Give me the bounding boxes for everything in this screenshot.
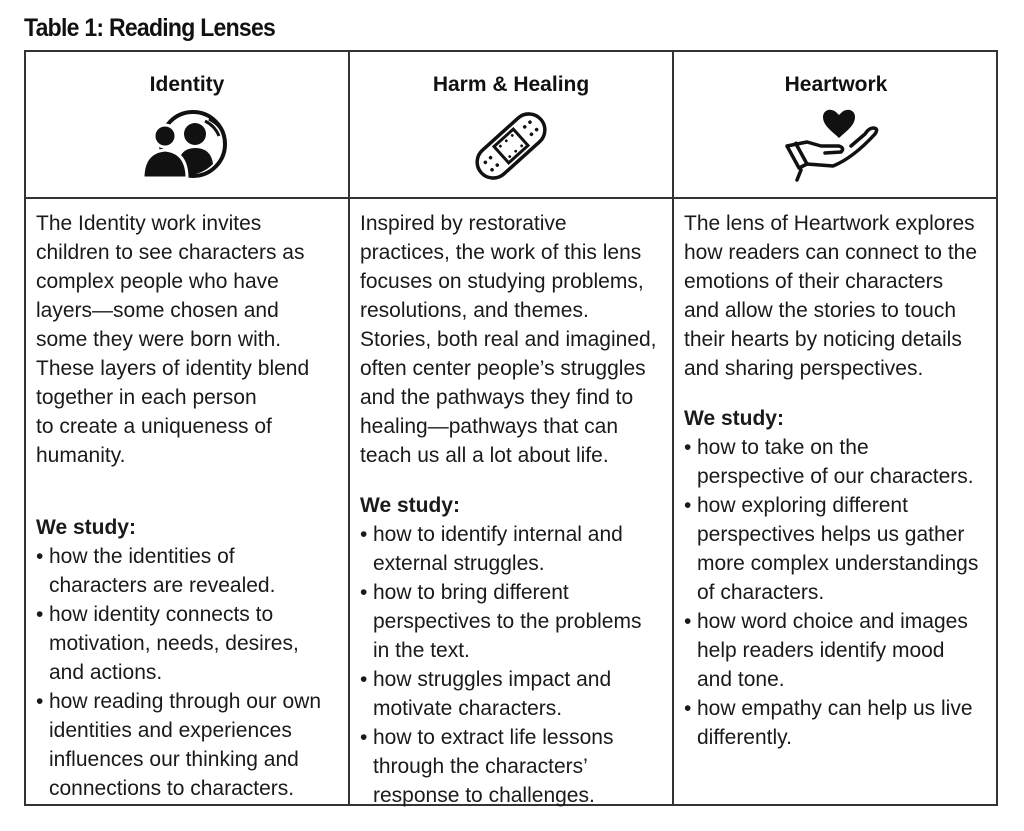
- list-item: how identity connects to motivation, nee…: [36, 600, 348, 687]
- list-item: how to bring different perspectives to t…: [360, 578, 672, 665]
- we-study-heading: We study:: [36, 516, 136, 539]
- table-caption: Table 1: Reading Lenses: [24, 14, 276, 42]
- list-item: how struggles impact and motivate charac…: [360, 665, 672, 723]
- column-divider: [348, 52, 350, 804]
- intro-paragraph: The lens of Heartwork explores how reade…: [684, 212, 978, 380]
- header-harm-healing: Harm & Healing: [350, 52, 672, 197]
- list-item: how empathy can help us live differently…: [684, 694, 998, 752]
- bandage-icon: [469, 108, 553, 189]
- reading-lenses-table: Identity Harm & Healing: [24, 50, 998, 807]
- header-divider: [26, 197, 996, 199]
- list-item: how to extract life lessons through the …: [360, 723, 672, 810]
- list-item: how to take on the perspective of our ch…: [684, 433, 998, 491]
- header-identity: Identity: [26, 52, 348, 197]
- column-heading: Heartwork: [784, 73, 888, 96]
- harm-healing-body: Inspired by restorative practices, the w…: [350, 199, 672, 807]
- heartwork-body: The lens of Heartwork explores how reade…: [674, 199, 998, 804]
- we-study-heading: We study:: [684, 407, 784, 430]
- column-divider: [672, 52, 674, 804]
- identity-body: The Identity work invites children to se…: [26, 199, 348, 804]
- two-people-portrait-icon: [139, 108, 235, 185]
- study-list: how the identities of characters are rev…: [36, 542, 348, 803]
- list-item: how the identities of characters are rev…: [36, 542, 348, 600]
- header-heartwork: Heartwork: [674, 52, 998, 197]
- list-item: how to identify internal and external st…: [360, 520, 672, 578]
- we-study-heading: We study:: [360, 494, 460, 517]
- heart-in-hand-icon: [781, 108, 891, 193]
- intro-paragraph: Inspired by restorative practices, the w…: [360, 212, 657, 467]
- column-heading: Identity: [149, 73, 225, 96]
- study-list: how to identify internal and external st…: [360, 520, 672, 810]
- column-heading: Harm & Healing: [432, 73, 590, 96]
- list-item: how word choice and images help readers …: [684, 607, 998, 694]
- study-list: how to take on the perspective of our ch…: [684, 433, 998, 752]
- list-item: how exploring different perspectives hel…: [684, 491, 998, 607]
- intro-paragraph: The Identity work invites children to se…: [36, 212, 310, 467]
- list-item: how reading through our own identities a…: [36, 687, 348, 803]
